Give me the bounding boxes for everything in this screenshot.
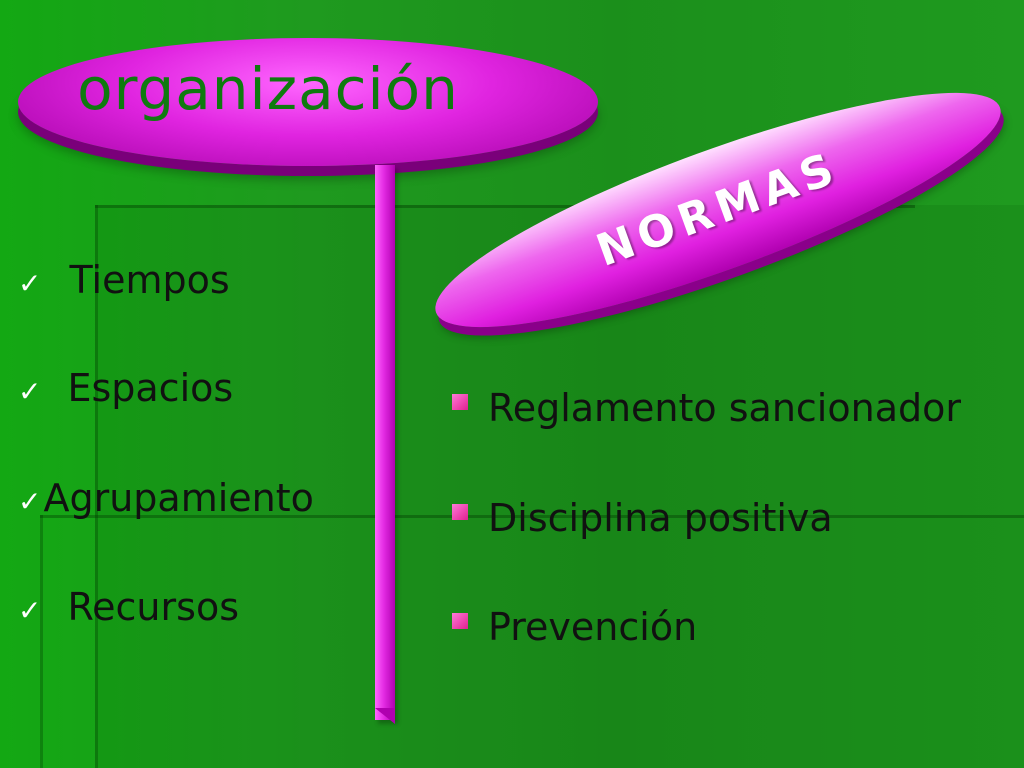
list-item-label: Agrupamiento bbox=[43, 476, 314, 520]
checkmark-icon: ✓ bbox=[18, 485, 42, 518]
checkmark-icon: ✓ bbox=[18, 267, 42, 300]
square-bullet-icon bbox=[452, 613, 468, 629]
divider-pole-tip bbox=[375, 708, 395, 724]
list-item-disciplina: Disciplina positiva bbox=[452, 496, 833, 540]
list-item-tiempos: ✓ Tiempos bbox=[18, 258, 230, 302]
list-item-label: Reglamento sancionador bbox=[488, 386, 961, 430]
list-item-label: Tiempos bbox=[69, 258, 230, 302]
background-divider-line bbox=[95, 205, 98, 768]
background-divider-line bbox=[40, 515, 43, 768]
title-ellipse bbox=[18, 38, 598, 166]
list-item-reglamento: Reglamento sancionador bbox=[452, 386, 961, 430]
list-item-label: Prevención bbox=[488, 605, 698, 649]
checkmark-icon: ✓ bbox=[18, 375, 42, 408]
background-divider-line bbox=[95, 205, 915, 208]
list-item-recursos: ✓ Recursos bbox=[18, 585, 239, 629]
list-item-agrupamiento: ✓ Agrupamiento bbox=[18, 476, 314, 520]
background-divider-line bbox=[40, 515, 1024, 518]
square-bullet-icon bbox=[452, 504, 468, 520]
divider-pole bbox=[375, 165, 395, 720]
checkmark-icon: ✓ bbox=[18, 594, 42, 627]
list-item-label: Disciplina positiva bbox=[488, 496, 833, 540]
page-title: organización bbox=[77, 55, 459, 123]
list-item-label: Recursos bbox=[67, 585, 239, 629]
list-item-prevencion: Prevención bbox=[452, 605, 697, 649]
square-bullet-icon bbox=[452, 394, 468, 410]
list-item-espacios: ✓ Espacios bbox=[18, 366, 233, 410]
list-item-label: Espacios bbox=[67, 366, 234, 410]
